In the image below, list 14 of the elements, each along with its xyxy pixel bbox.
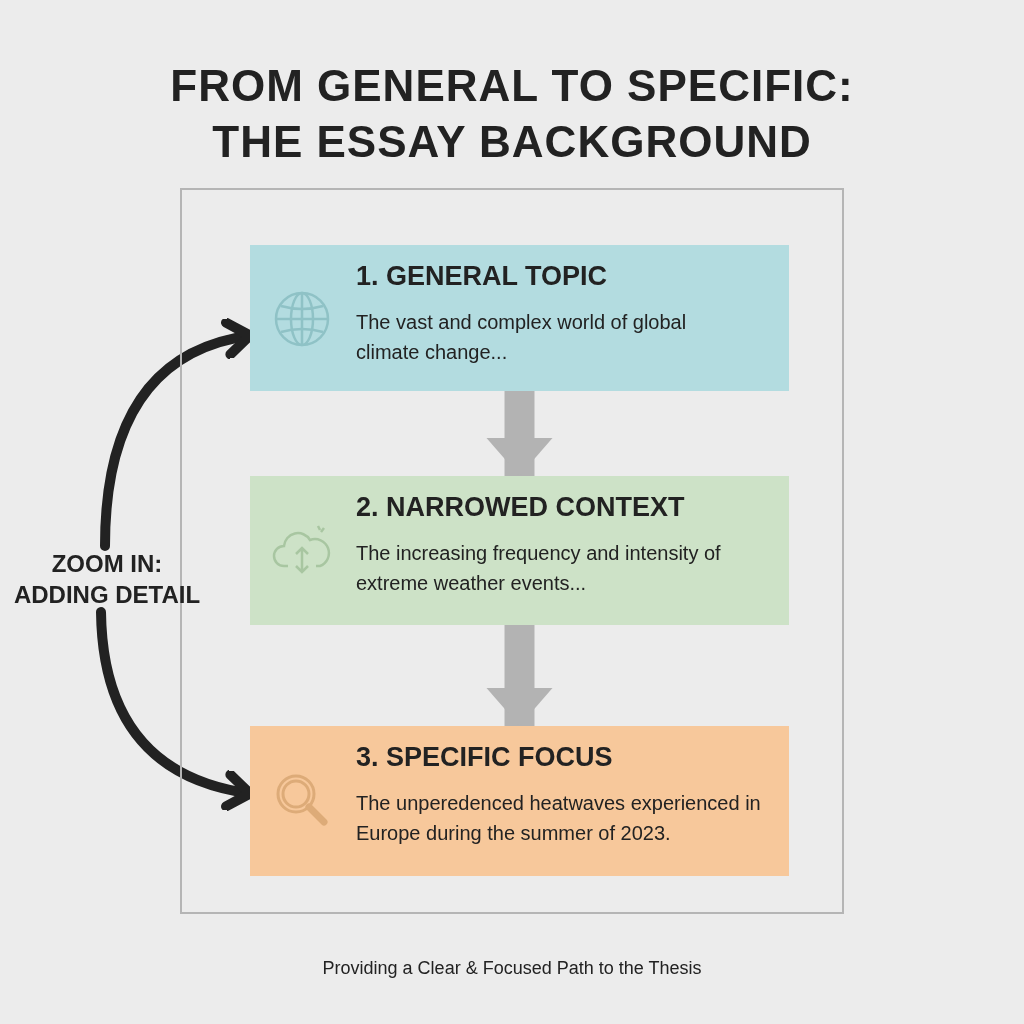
zoom-label: ZOOM IN: ADDING DETAIL [4, 546, 210, 612]
block-arrow [486, 391, 553, 476]
box-heading: 3. SPECIFIC FOCUS [356, 742, 613, 773]
box-description: The increasing frequency and intensity of extreme weather events... [356, 541, 722, 596]
box-description: The vast and complex world of global climate change... [356, 310, 688, 365]
box-heading: 1. GENERAL TOPIC [356, 261, 608, 292]
box-description: The unperedenced heatwaves experienced in Europe during the summer of 2023. [356, 791, 762, 846]
caption: Providing a Clear & Focused Path to the Thesis [321, 958, 703, 979]
box-heading: 2. NARROWED CONTEXT [356, 492, 685, 523]
title: FROM GENERAL TO SPECIFIC: THE ESSAY BACKGROUND [169, 60, 855, 168]
block-arrow [486, 625, 553, 726]
context-box [250, 476, 789, 625]
topic-box [250, 245, 789, 391]
focus-box [250, 726, 789, 876]
